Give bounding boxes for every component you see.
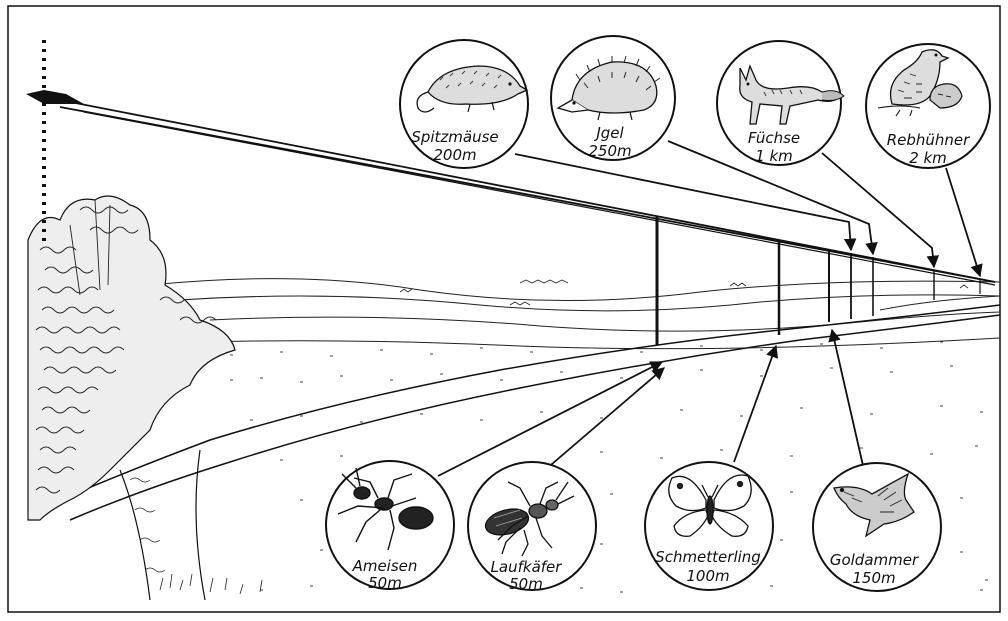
label-goldammer-name: Goldammer bbox=[830, 551, 919, 569]
label-rebhuehner-name: Rebhühner bbox=[887, 131, 970, 149]
label-laufkaefer-name: Laufkäfer bbox=[491, 558, 563, 576]
label-spitzmaeuse-distance: 200m bbox=[433, 146, 476, 164]
badge-goldammer: Goldammer 150m bbox=[813, 463, 941, 591]
badge-spitzmaeuse: Spitzmäuse 200m bbox=[400, 40, 528, 168]
label-ameisen-distance: 50m bbox=[368, 574, 402, 592]
label-rebhuehner-distance: 2 km bbox=[909, 149, 947, 167]
label-igel-name: Jgel bbox=[593, 124, 624, 142]
badge-schmetterling: Schmetterling 100m bbox=[645, 462, 773, 590]
label-igel-distance: 250m bbox=[588, 142, 631, 160]
label-schmetterling-distance: 100m bbox=[686, 567, 729, 585]
label-ameisen-name: Ameisen bbox=[352, 557, 418, 575]
label-schmetterling-name: Schmetterling bbox=[655, 548, 761, 566]
label-goldammer-distance: 150m bbox=[852, 569, 895, 587]
label-fuechse-name: Füchse bbox=[748, 129, 800, 147]
badge-igel: Jgel 250m bbox=[551, 36, 675, 160]
badge-rebhuehner: Rebhühner 2 km bbox=[866, 44, 990, 168]
label-laufkaefer-distance: 50m bbox=[509, 575, 543, 593]
label-fuechse-distance: 1 km bbox=[755, 147, 793, 165]
label-spitzmaeuse-name: Spitzmäuse bbox=[411, 128, 498, 146]
